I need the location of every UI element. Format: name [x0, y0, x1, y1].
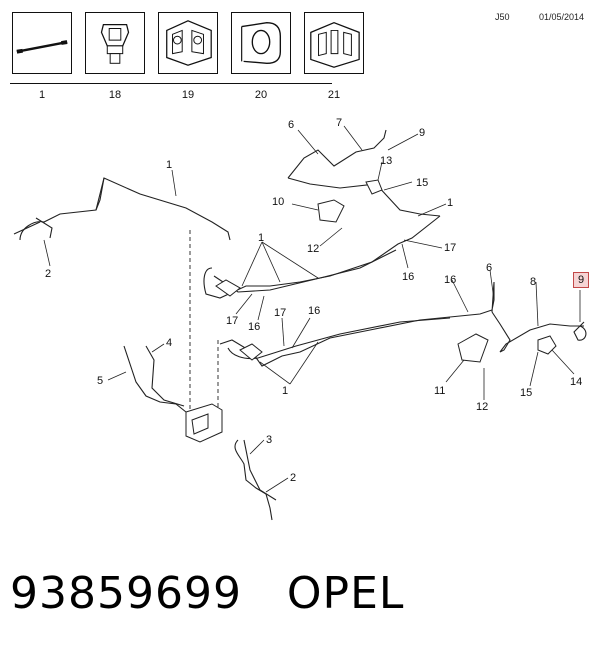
pipe-top	[287, 129, 387, 179]
pipe-upper-left	[19, 177, 231, 241]
callout: 3	[266, 434, 272, 446]
callout: 7	[336, 117, 342, 129]
callout: 16	[444, 274, 456, 286]
callout: 9	[419, 127, 425, 139]
pipe-right	[491, 311, 584, 353]
legend-label: 18	[108, 89, 122, 101]
bracket-13	[365, 179, 383, 195]
callout: 1	[447, 197, 453, 209]
callout: 12	[307, 243, 319, 255]
callout: 5	[97, 375, 103, 387]
callout: 10	[272, 196, 284, 208]
legend-label: 20	[254, 89, 268, 101]
callout: 14	[570, 376, 582, 388]
legend-label: 1	[38, 89, 46, 101]
brand-name: OPEL	[286, 568, 405, 619]
callout: 6	[288, 119, 294, 131]
callout: 6	[486, 262, 492, 274]
pipe-clip-triple-icon	[310, 22, 360, 68]
legend-label: 21	[327, 89, 341, 101]
diagram-code: J50	[495, 12, 510, 22]
pipe-bracket-left	[123, 345, 187, 413]
callout: 2	[45, 268, 51, 280]
leader-lines	[43, 125, 581, 493]
callout: 12	[476, 401, 488, 413]
diagram-date: 01/05/2014	[539, 12, 585, 22]
legend-box-sleeve	[231, 12, 291, 74]
callout: 13	[380, 155, 392, 167]
callout: 1	[166, 159, 172, 171]
legend-box-clip-double	[158, 12, 218, 74]
components	[185, 179, 557, 443]
legend-box-clip-single	[85, 12, 145, 74]
pipe-lower-vertical	[234, 439, 273, 521]
part-number: 93859699	[10, 568, 242, 619]
callout: 1	[282, 385, 288, 397]
legend-box-clip-triple	[304, 12, 364, 74]
pipe-clip-single-icon	[100, 24, 130, 64]
legend-box-pipe	[12, 12, 72, 74]
callout: 15	[416, 177, 428, 189]
callout: 1	[258, 232, 264, 244]
legend-divider	[10, 83, 332, 84]
callout: 15	[520, 387, 532, 399]
highlighted-callout-9[interactable]: 9	[573, 272, 589, 288]
callout: 16	[402, 271, 414, 283]
callout: 2	[290, 472, 296, 484]
callout: 8	[530, 276, 536, 288]
callout: 4	[166, 337, 172, 349]
bracket-10	[317, 199, 345, 223]
callout: 17	[444, 242, 456, 254]
callout: 17	[226, 315, 238, 327]
callout: 17	[274, 307, 286, 319]
connector-left	[215, 279, 241, 297]
bracket-11	[457, 333, 489, 363]
pipe-clip-double-icon	[166, 20, 212, 66]
footer-title: 93859699 OPEL	[10, 568, 404, 619]
callout-labels: 1 2 1 17 16 17 16 1 4 5 3 2 6 7 9 13 15 …	[45, 117, 582, 484]
callout: 16	[248, 321, 260, 333]
pipe-sleeve-icon	[241, 22, 282, 64]
pipe-bundle	[203, 215, 441, 299]
brake-pipes	[13, 129, 587, 521]
pipe-left-corner	[13, 217, 53, 239]
pipe-lower-middle	[219, 281, 495, 367]
callout: 16	[308, 305, 320, 317]
connector-lower	[239, 343, 263, 361]
brake-pipe-icon	[16, 40, 68, 54]
callout: 11	[434, 385, 445, 397]
legend-label: 19	[181, 89, 195, 101]
